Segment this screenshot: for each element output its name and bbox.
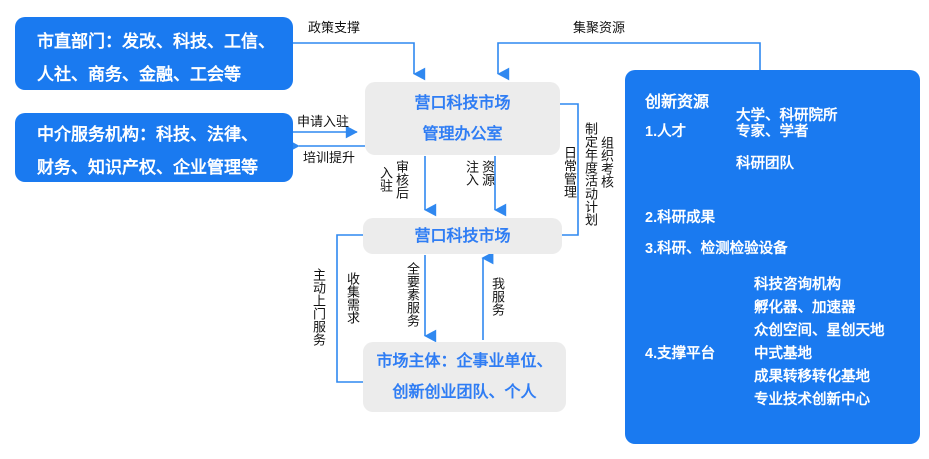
panel-leaf-maker-space: 众创空间、星创天地 [754, 323, 885, 339]
label-full-element-service: 全要素服务 [405, 262, 420, 327]
panel-leaf-universities: 大学、科研院所 [736, 108, 838, 124]
intermediary-line-1: 中介服务机构：科技、法律、 [37, 125, 258, 144]
market-entities-line-1: 市场主体：企事业单位、 [376, 353, 553, 370]
market-entities-line-2: 创新创业团队、个人 [392, 384, 537, 401]
label-proactive-door-service: 主动上门服务 [311, 268, 326, 346]
label-collect-needs: 收集需求 [345, 272, 360, 324]
label-training-upgrade: 培训提升 [303, 150, 356, 165]
municipal-departments-line-1: 市直部门：发改、科技、工信、 [37, 32, 275, 51]
municipal-departments-line-2: 人社、商务、金融、工会等 [37, 65, 241, 84]
label-policy-support: 政策支撑 [308, 20, 361, 35]
panel-group-label-research-results: 2.科研成果 [645, 210, 716, 226]
management-office-line-2: 管理办公室 [422, 125, 503, 143]
panel-leaf-pilot-base: 中式基地 [754, 346, 812, 362]
panel-group-label-talent: 1.人才 [645, 124, 687, 140]
label-annual-activity-plan: 制定年度活动计划 [583, 122, 598, 226]
box-market-entities[interactable]: 市场主体：企事业单位、 创新创业团队、个人 [363, 342, 566, 412]
label-apply-to-enter: 申请入驻 [297, 114, 350, 129]
label-enter: 入驻 [378, 166, 393, 192]
box-intermediary-service-agencies[interactable]: 中介服务机构：科技、法律、 财务、知识产权、企业管理等 [15, 113, 293, 182]
box-management-office[interactable]: 营口科技市场 管理办公室 [365, 82, 560, 155]
label-gather-resources: 集聚资源 [573, 20, 626, 35]
label-resources: 资源 [480, 160, 495, 186]
panel-leaf-consulting: 科技咨询机构 [754, 277, 841, 293]
panel-leaf-transfer-base: 成果转移转化基地 [754, 369, 870, 385]
panel-group-label-support-platform: 4.支撑平台 [645, 346, 716, 362]
box-tech-market[interactable]: 营口科技市场 [363, 218, 562, 254]
label-after-review: 审核后 [394, 160, 409, 199]
label-daily-management: 日常管理 [562, 146, 577, 198]
label-inject: 注入 [464, 160, 479, 186]
panel-leaf-experts: 专家、学者 [736, 124, 809, 140]
box-municipal-departments[interactable]: 市直部门：发改、科技、工信、 人社、商务、金融、工会等 [15, 17, 293, 90]
panel-leaf-research-teams: 科研团队 [736, 156, 794, 172]
intermediary-line-2: 财务、知识产权、企业管理等 [37, 158, 258, 177]
label-i-serve: 我服务 [490, 277, 505, 316]
panel-innovation-resources[interactable] [625, 70, 920, 444]
panel-leaf-incubator: 孵化器、加速器 [754, 300, 856, 316]
panel-group-label-equipment: 3.科研、检测检验设备 [645, 241, 788, 257]
panel-leaf-innovation-center: 专业技术创新中心 [754, 392, 870, 408]
management-office-line-1: 营口科技市场 [414, 94, 511, 112]
panel-title-innovation-resources: 创新资源 [645, 94, 710, 111]
label-organize-assessment: 组织考核 [599, 136, 614, 188]
tech-market-line-1: 营口科技市场 [414, 227, 511, 245]
